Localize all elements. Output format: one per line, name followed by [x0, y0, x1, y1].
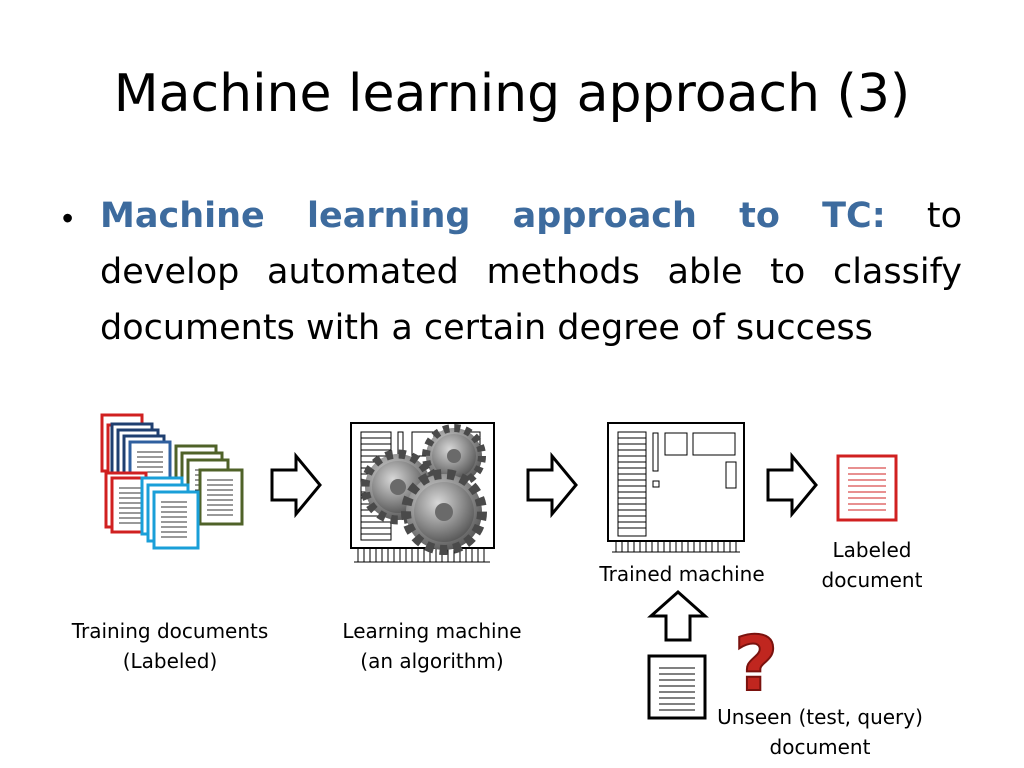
- labeled-document-icon: [836, 454, 898, 522]
- bullet-paragraph: Machine learning approach to TC: to deve…: [100, 188, 962, 356]
- trained-machine-caption: Trained machine: [576, 559, 788, 589]
- unseen-document-caption: Unseen (test, query) document: [700, 702, 940, 762]
- caption-line: document: [769, 735, 871, 759]
- bullet-highlight: Machine learning approach to TC:: [100, 196, 886, 236]
- caption-line: (an algorithm): [360, 649, 504, 673]
- learning-machine-icon: [350, 422, 495, 563]
- caption-line: Labeled: [832, 538, 912, 562]
- caption-line: Trained machine: [599, 562, 765, 586]
- arrow-right-icon: [526, 451, 578, 519]
- labeled-document-caption: Labeled document: [792, 535, 952, 595]
- training-documents-icon: [100, 413, 244, 550]
- arrow-right-icon: [766, 451, 818, 519]
- bullet-marker: •: [62, 200, 74, 236]
- question-mark-icon: ?: [734, 619, 778, 708]
- gears-icon: [360, 424, 487, 555]
- caption-line: Unseen (test, query): [717, 705, 923, 729]
- arrow-right-icon: [270, 451, 322, 519]
- trained-machine-icon: [607, 422, 745, 553]
- slide-title: Machine learning approach (3): [113, 64, 911, 124]
- caption-line: Learning machine: [342, 619, 522, 643]
- caption-line: Training documents: [71, 619, 269, 643]
- bullet-text: to develop automated methods able to cla…: [100, 196, 962, 348]
- caption-line: (Labeled): [122, 649, 218, 673]
- unseen-document-icon: [647, 654, 707, 720]
- learning-machine-caption: Learning machine (an algorithm): [322, 616, 542, 676]
- caption-line: document: [821, 568, 923, 592]
- training-documents-caption: Training documents (Labeled): [48, 616, 292, 676]
- arrow-up-icon: [647, 589, 709, 642]
